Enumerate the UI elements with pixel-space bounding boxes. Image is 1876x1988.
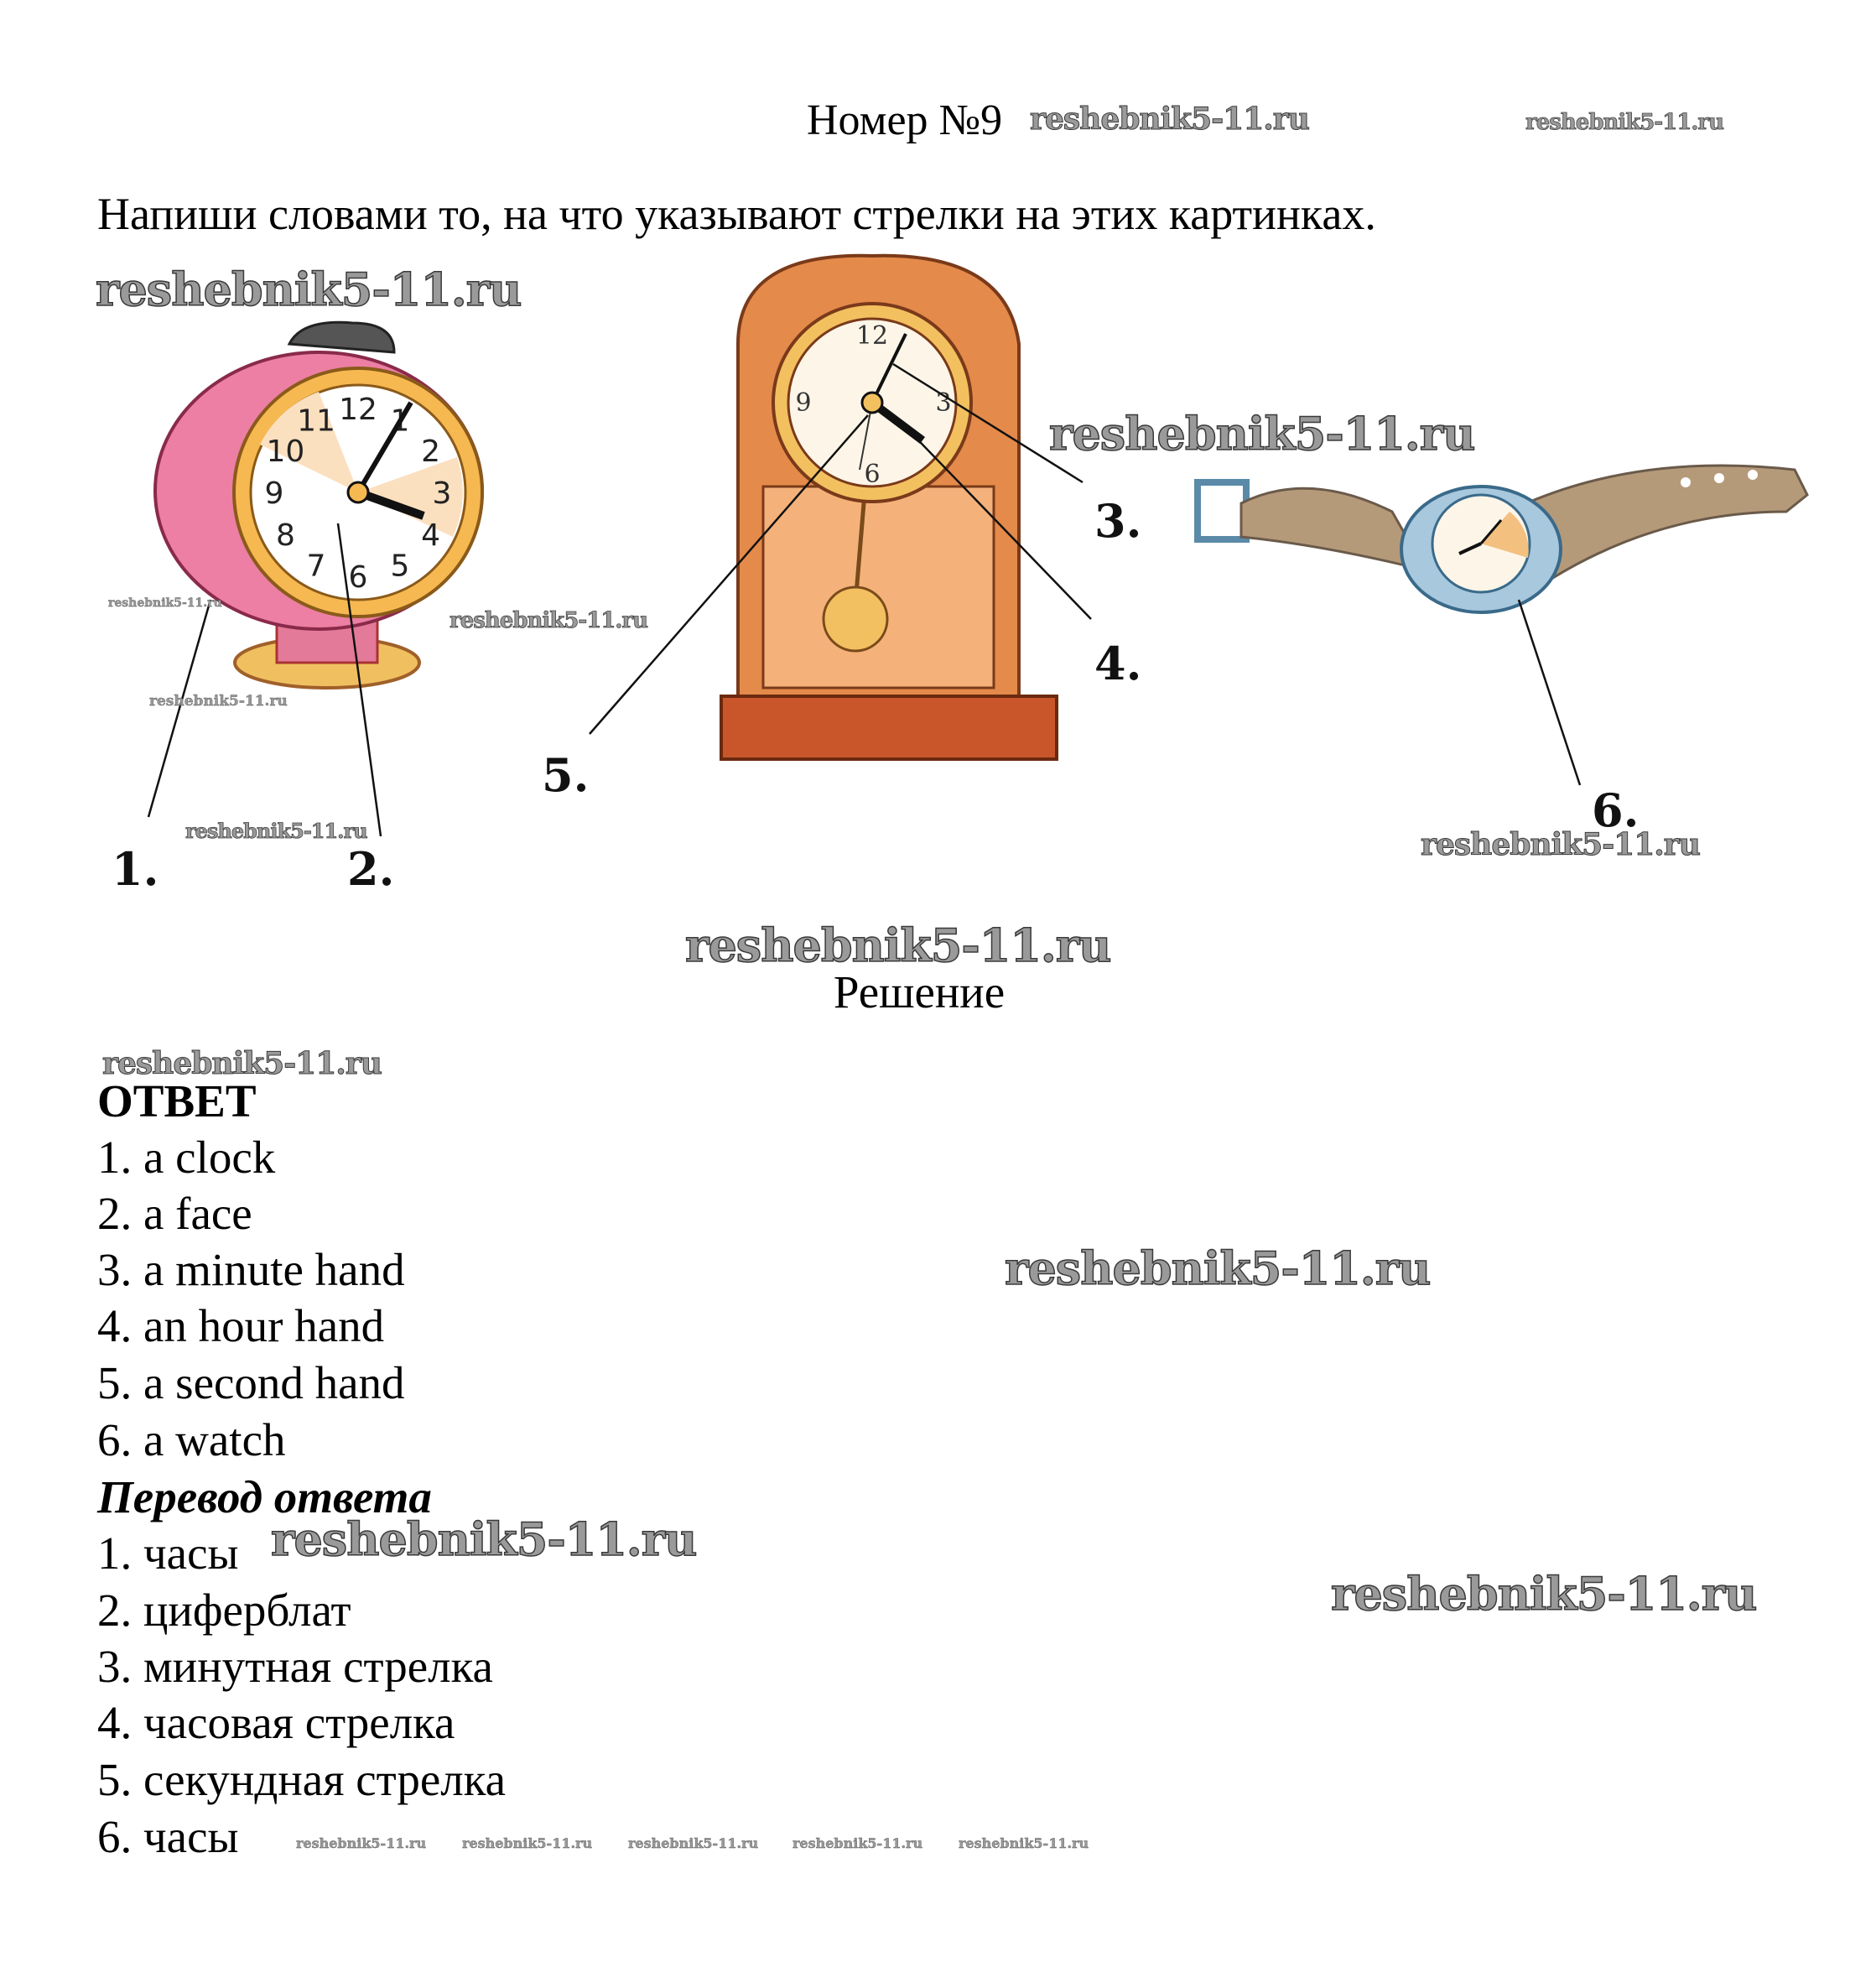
- alarm-numeral: 7: [307, 549, 326, 584]
- watermark: reshebnik5-11.ru: [1330, 1567, 1758, 1621]
- watermark: reshebnik5-11.ru: [1048, 407, 1476, 461]
- watermark: reshebnik5-11.ru: [1004, 1241, 1432, 1295]
- translation-item: 1. часы: [97, 1527, 239, 1579]
- watermark: reshebnik5-11.ru: [462, 1835, 593, 1851]
- alarm-clock-image: 121234567891011: [153, 320, 484, 690]
- watermark: reshebnik5-11.ru: [149, 693, 288, 710]
- watermark: reshebnik5-11.ru: [270, 1512, 698, 1566]
- mantel-numeral: 9: [795, 388, 811, 418]
- answer-item: 4. an hour hand: [97, 1300, 385, 1351]
- watermark: reshebnik5-11.ru: [792, 1835, 923, 1851]
- watermark: reshebnik5-11.ru: [296, 1835, 427, 1851]
- mantel-clock-image: 12 3 6 9: [720, 253, 1058, 761]
- watermark: reshebnik5-11.ru: [450, 608, 649, 633]
- answer-item: 3. a minute hand: [97, 1244, 405, 1295]
- page-title: Номер №9: [807, 96, 1003, 144]
- watermark: reshebnik5-11.ru: [1421, 827, 1702, 862]
- alarm-numeral: 5: [391, 549, 410, 584]
- watermark: reshebnik5-11.ru: [628, 1835, 759, 1851]
- solution-heading: Решение: [833, 966, 1006, 1017]
- watermark: reshebnik5-11.ru: [1030, 101, 1311, 137]
- answer-item: 5. a second hand: [97, 1357, 405, 1408]
- alarm-numeral: 8: [276, 518, 295, 553]
- answer-item: 6. a watch: [97, 1414, 286, 1465]
- translation-item: 3. минутная стрелка: [97, 1641, 493, 1692]
- answer-item: 1. a clock: [97, 1132, 276, 1183]
- wristwatch-image: [1194, 464, 1809, 614]
- alarm-numeral: 4: [421, 518, 440, 553]
- watermark: reshebnik5-11.ru: [959, 1835, 1089, 1851]
- translation-item: 6. часы: [97, 1811, 239, 1862]
- watermark: reshebnik5-11.ru: [108, 596, 222, 610]
- translation-item: 5. секундная стрелка: [97, 1754, 507, 1805]
- watermark: reshebnik5-11.ru: [1525, 110, 1725, 135]
- translation-item: 2. циферблат: [97, 1585, 351, 1636]
- watermark: reshebnik5-11.ru: [684, 919, 1112, 972]
- watermark: reshebnik5-11.ru: [95, 263, 522, 316]
- watermark: reshebnik5-11.ru: [185, 819, 368, 843]
- alarm-numeral: 11: [297, 403, 335, 438]
- alarm-numeral: 9: [265, 476, 284, 511]
- alarm-numeral: 2: [421, 435, 440, 469]
- alarm-numeral: 10: [266, 435, 304, 469]
- label-2: 2.: [347, 842, 394, 896]
- mantel-numeral: 12: [856, 321, 888, 351]
- mantel-numeral: 6: [864, 460, 880, 489]
- label-5: 5.: [542, 748, 589, 802]
- mantel-numeral: 3: [935, 388, 951, 418]
- pointer-lines: [147, 362, 1582, 837]
- answer-item: 2. a face: [97, 1188, 252, 1239]
- label-3: 3.: [1094, 494, 1141, 548]
- alarm-numeral: 6: [349, 560, 368, 595]
- alarm-numeral: 3: [433, 476, 452, 511]
- alarm-numeral: 12: [339, 393, 377, 427]
- label-1: 1.: [112, 842, 158, 896]
- answer-heading: ОТВЕТ: [97, 1075, 257, 1127]
- clocks-illustration: 121234567891011 12 3 6 9: [112, 253, 1809, 896]
- task-instruction: Напиши словами то, на что указывают стре…: [97, 189, 1376, 239]
- label-4: 4.: [1094, 637, 1141, 690]
- watermark: reshebnik5-11.ru: [102, 1046, 383, 1081]
- label-6: 6.: [1592, 783, 1639, 837]
- translation-heading: Перевод ответа: [97, 1471, 432, 1522]
- translation-item: 4. часовая стрелка: [97, 1697, 455, 1748]
